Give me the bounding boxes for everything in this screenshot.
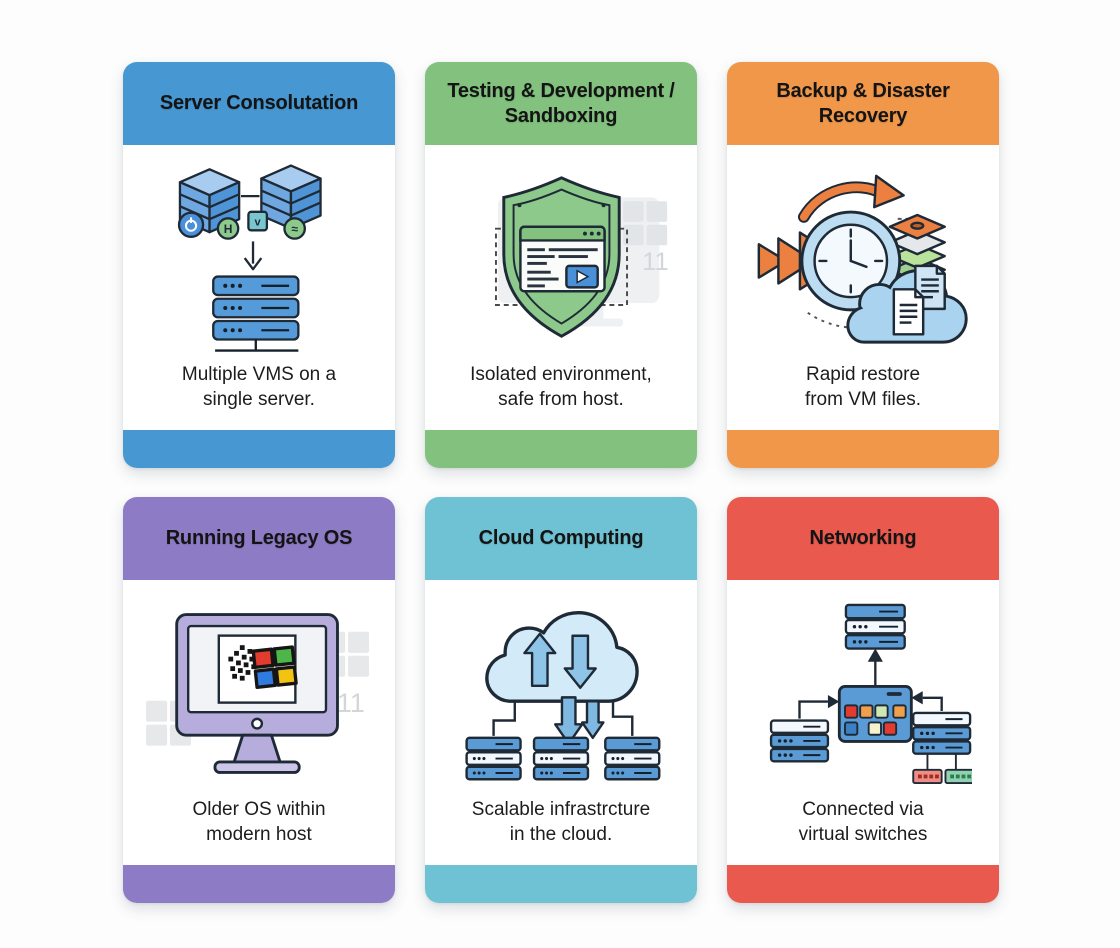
card-body: H v ≈	[123, 145, 395, 430]
windows-11-watermark: 11	[337, 689, 365, 719]
card-title: Backup & Disaster Recovery	[776, 79, 950, 127]
icon-wrap	[455, 594, 667, 795]
shield-sandbox-icon: 11	[494, 176, 668, 339]
card-title: Running Legacy OS	[165, 527, 353, 549]
card-body: Scalable infrastrcture in the cloud.	[425, 580, 697, 865]
card-networking: Networking	[727, 497, 999, 903]
icon-wrap	[751, 159, 976, 360]
card-running-legacy-os: Running Legacy OS 11	[123, 497, 395, 903]
card-testing-sandboxing: Testing & Development / Sandboxing	[425, 62, 697, 468]
legacy-windows-monitor-icon: 11	[146, 613, 370, 775]
card-footer	[123, 865, 395, 903]
card-body: 11	[123, 580, 395, 865]
card-cloud-computing: Cloud Computing	[425, 497, 697, 903]
card-title: Cloud Computing	[478, 527, 644, 549]
cloud-to-servers-icon	[465, 610, 661, 781]
card-footer	[727, 865, 999, 903]
svg-text:H: H	[223, 223, 232, 237]
card-body: Rapid restore from VM files.	[727, 145, 999, 430]
icon-wrap: H v ≈	[167, 159, 352, 360]
card-body: 11	[425, 145, 697, 430]
restore-clock-cloud-icon	[757, 175, 968, 345]
icon-wrap	[754, 594, 972, 795]
card-footer	[425, 865, 697, 903]
card-header: Networking	[727, 497, 999, 580]
servers-consolidation-icon: H v ≈	[177, 164, 322, 353]
card-header: Testing & Development / Sandboxing	[425, 62, 697, 145]
card-backup-disaster-recovery: Backup & Disaster Recovery	[727, 62, 999, 468]
card-caption: Isolated environment, safe from host.	[470, 363, 652, 410]
card-header: Cloud Computing	[425, 497, 697, 580]
card-caption: Multiple VMS on a single server.	[181, 363, 337, 410]
card-body: Connected via virtual switches	[727, 580, 999, 865]
icon-wrap: 11	[449, 159, 674, 360]
icon-wrap: 11	[144, 594, 374, 795]
card-title: Networking	[809, 527, 917, 549]
card-server-consolidation: Server Consolutation	[123, 62, 395, 468]
card-footer	[727, 430, 999, 468]
card-header: Server Consolutation	[123, 62, 395, 145]
card-caption: Connected via virtual switches	[798, 798, 928, 845]
svg-text:v: v	[254, 217, 261, 229]
windows-11-watermark: 11	[642, 248, 668, 276]
card-title: Testing & Development / Sandboxing	[447, 79, 675, 127]
card-footer	[425, 430, 697, 468]
card-footer	[123, 430, 395, 468]
card-title: Server Consolutation	[159, 92, 359, 114]
card-caption: Scalable infrastrcture in the cloud.	[471, 798, 651, 845]
card-caption: Rapid restore from VM files.	[804, 363, 922, 410]
card-caption: Older OS within modern host	[192, 798, 326, 845]
virtual-switch-network-icon	[769, 604, 972, 785]
card-header: Running Legacy OS	[123, 497, 395, 580]
card-header: Backup & Disaster Recovery	[727, 62, 999, 145]
svg-text:≈: ≈	[291, 223, 298, 237]
